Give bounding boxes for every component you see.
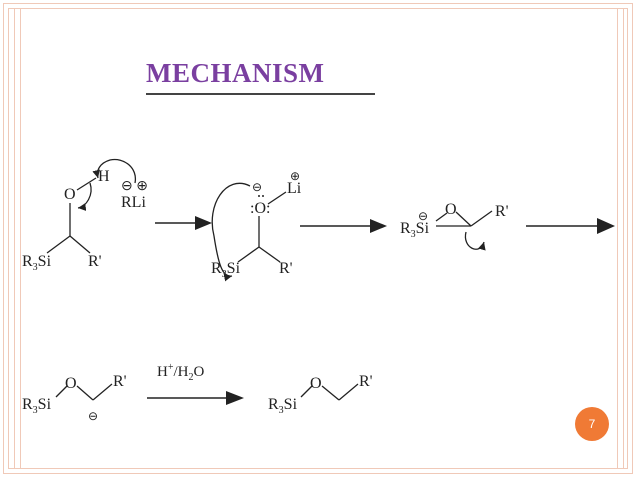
step1-oh-bond (76, 177, 97, 191)
step1-rprime: R' (88, 253, 102, 270)
left-border-stripe (14, 9, 15, 469)
step1-charges: ⊖ ⊕ (121, 179, 148, 194)
step3-oxygen: O (445, 201, 457, 218)
reaction-conditions: H+/H2O (157, 362, 204, 383)
title-underline (146, 93, 375, 95)
lone-pair-dot (262, 195, 264, 197)
electron-arrow-icon (92, 158, 137, 184)
product-r3si: R3Si (268, 396, 298, 416)
step2-oxygen: :O: (250, 200, 270, 217)
product-structure: R3Si O R' (268, 373, 373, 416)
slide-frame-inner (8, 8, 628, 469)
reaction-arrow-icon (226, 391, 244, 405)
step2-minus: ⊖ (252, 180, 262, 194)
step3-sio-bond (435, 212, 448, 222)
slide-title: MECHANISM (146, 58, 325, 88)
step2-rprime: R' (279, 260, 293, 277)
step3-structure: ⊖ O R3Si R' (400, 201, 509, 251)
step2-r3si: R3Si (211, 260, 241, 280)
product-sio-bond (300, 385, 313, 398)
step1-cr-bond (69, 235, 91, 254)
step4-sio-bond (55, 385, 68, 398)
step3-minus: ⊖ (418, 209, 428, 223)
electron-arrow-icon (77, 182, 92, 211)
step1-structure: O H R3Si R' ⊖ ⊕ RLi (22, 158, 148, 273)
step3-rprime: R' (495, 203, 509, 220)
page-number-badge: 7 (575, 407, 609, 441)
step1-oxygen: O (64, 186, 76, 203)
step3-cr-bond (470, 210, 493, 227)
lone-pair-dot (258, 195, 260, 197)
step2-lithium: Li (287, 180, 302, 197)
left-border-stripe (20, 9, 21, 469)
reaction-arrow-icon (597, 218, 615, 234)
reaction-arrow-icon (370, 219, 387, 233)
step4-oc-bond (76, 385, 94, 401)
step2-csi-bond (237, 246, 260, 263)
step4-structure: R3Si O R' ⊖ (22, 373, 127, 423)
step4-rprime: R' (113, 373, 127, 390)
step1-csi-bond (46, 235, 71, 254)
step2-plus: ⊕ (290, 169, 300, 183)
step3-r3si: R3Si (400, 220, 430, 240)
step3-oc-bond (455, 211, 472, 227)
step1-hydrogen: H (98, 168, 110, 185)
product-rprime: R' (359, 373, 373, 390)
electron-arrow-icon (211, 182, 251, 282)
step2-structure: ⊖ ⊕ :O: Li R3Si R' (211, 169, 302, 282)
reaction-arrow-icon (195, 216, 212, 230)
step1-r3si: R3Si (22, 253, 52, 273)
right-border-stripe (617, 9, 618, 469)
step4-cr-bond (92, 383, 113, 401)
step2-cr-bond (258, 246, 281, 263)
product-oc-bond (321, 385, 340, 401)
product-cr-bond (338, 383, 359, 401)
step1-rli: RLi (121, 194, 146, 211)
slide-frame-outer (3, 3, 633, 474)
step4-r3si: R3Si (22, 396, 52, 416)
product-oxygen: O (310, 375, 322, 392)
electron-arrow-icon (464, 231, 486, 251)
step2-oli-bond (267, 191, 287, 205)
step4-oxygen: O (65, 375, 77, 392)
right-border-stripe (623, 9, 624, 469)
step4-minus: ⊖ (88, 409, 98, 423)
